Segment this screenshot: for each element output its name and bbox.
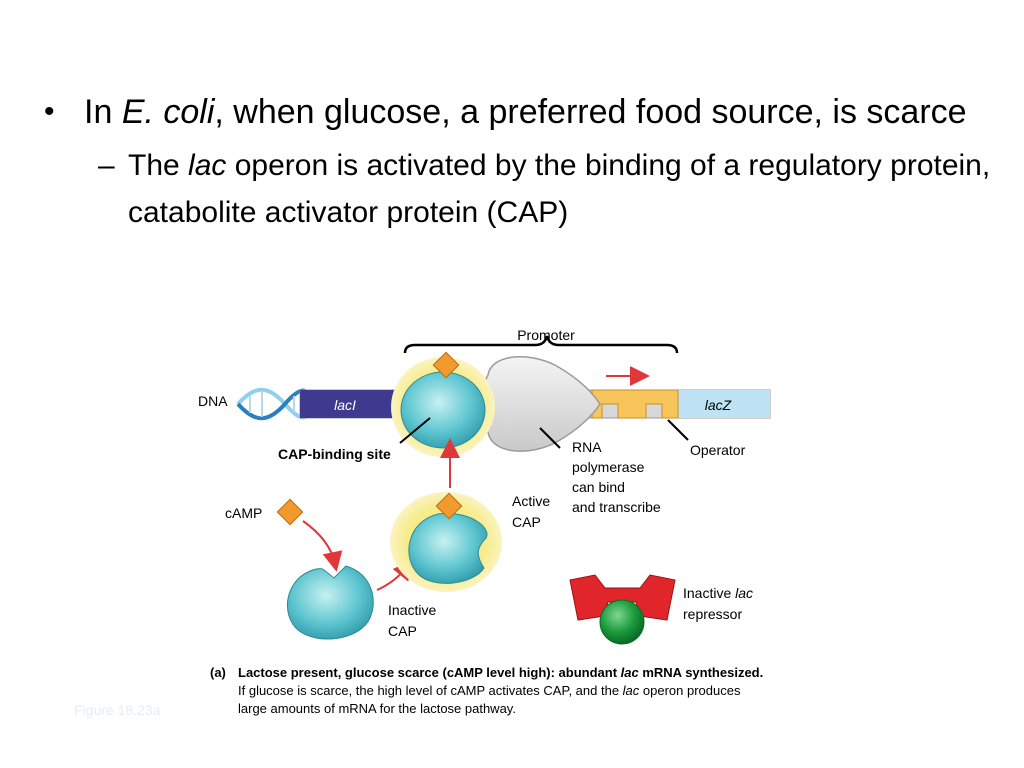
caption-body-2-post: operon produces bbox=[639, 683, 740, 698]
lacz-label: lacZ bbox=[705, 397, 732, 413]
arrow-camp-to-cap bbox=[303, 521, 335, 564]
inactive-cap bbox=[287, 566, 373, 639]
repressor-label-lac: lac bbox=[735, 585, 753, 601]
dna-helix bbox=[238, 390, 306, 419]
figure-caption: (a) Lactose present, glucose scarce (cAM… bbox=[210, 664, 763, 718]
operator-leader bbox=[668, 420, 688, 440]
caption-indent bbox=[210, 682, 238, 700]
figure-reference: Figure 18.23a bbox=[74, 702, 160, 718]
active-cap-label-2: CAP bbox=[512, 514, 541, 530]
repressor-label-2: repressor bbox=[683, 606, 742, 622]
active-cap-label-1: Active bbox=[512, 493, 550, 509]
caption-indent-2 bbox=[210, 700, 238, 718]
active-cap-free bbox=[409, 513, 487, 583]
active-cap-bound bbox=[401, 372, 485, 448]
cap-binding-site-label: CAP-binding site bbox=[278, 446, 391, 462]
caption-body-2-lac: lac bbox=[623, 683, 640, 698]
caption-title: Lactose present, glucose scarce (cAMP le… bbox=[238, 664, 763, 682]
caption-body-2-pre: If glucose is scarce, the high level of … bbox=[238, 683, 623, 698]
caption-title-post: mRNA synthesized. bbox=[639, 665, 764, 680]
dna-label: DNA bbox=[198, 393, 228, 409]
inactive-cap-label-1: Inactive bbox=[388, 602, 436, 618]
caption-title-lac: lac bbox=[621, 665, 639, 680]
caption-panel-label: (a) bbox=[210, 664, 238, 682]
repressor-label-pre: Inactive bbox=[683, 585, 735, 601]
operator-label: Operator bbox=[690, 442, 746, 458]
inactive-cap-label-2: CAP bbox=[388, 623, 417, 639]
rna-polymerase bbox=[482, 357, 600, 451]
camp-label: cAMP bbox=[225, 505, 262, 521]
rnapol-label-2: polymerase bbox=[572, 459, 645, 475]
repressor-label-1: Inactive lac bbox=[683, 585, 753, 601]
caption-body-2: If glucose is scarce, the high level of … bbox=[238, 682, 740, 700]
caption-line-3: large amounts of mRNA for the lactose pa… bbox=[210, 700, 763, 718]
inducer-molecule bbox=[600, 600, 644, 644]
caption-line-2: If glucose is scarce, the high level of … bbox=[210, 682, 763, 700]
caption-title-pre: Lactose present, glucose scarce (cAMP le… bbox=[238, 665, 621, 680]
promoter-label: Promoter bbox=[517, 327, 575, 343]
rnapol-label-1: RNA bbox=[572, 439, 602, 455]
caption-body-3: large amounts of mRNA for the lactose pa… bbox=[238, 700, 516, 718]
laci-label: lacI bbox=[334, 397, 356, 413]
caption-line-1: (a) Lactose present, glucose scarce (cAM… bbox=[210, 664, 763, 682]
rnapol-label-3: can bind bbox=[572, 479, 625, 495]
rnapol-label-4: and transcribe bbox=[572, 499, 661, 515]
camp-free bbox=[277, 499, 302, 524]
